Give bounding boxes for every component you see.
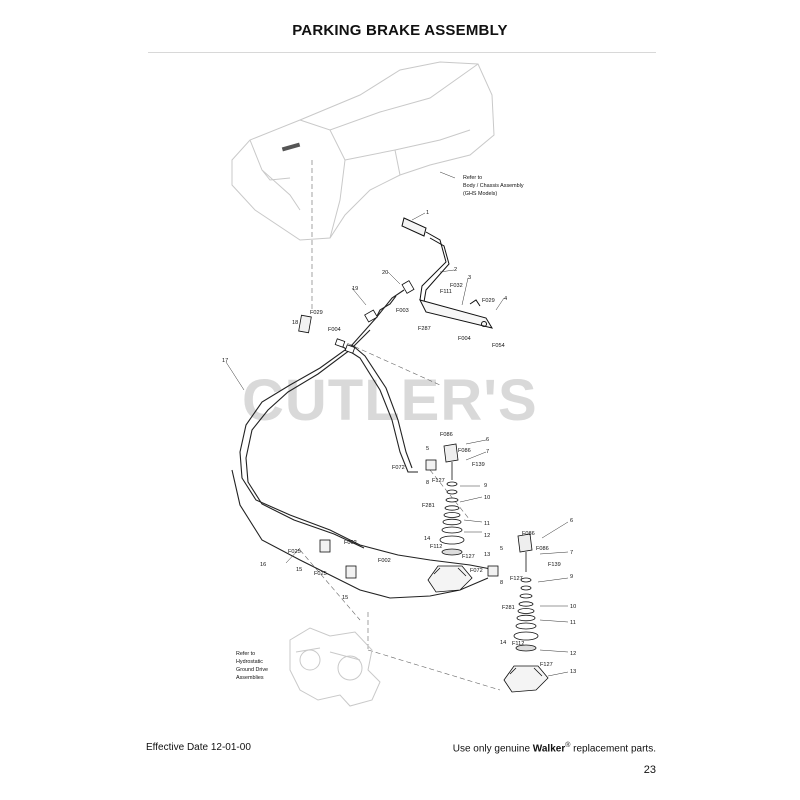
callout-f032: F032 bbox=[450, 283, 463, 289]
callout-17: 17 bbox=[222, 358, 228, 364]
ref-body-line-1: Refer to bbox=[463, 175, 482, 181]
callout-11-b: 11 bbox=[570, 620, 576, 626]
callout-f281-b: F281 bbox=[502, 605, 515, 611]
callout-15-b: 15 bbox=[342, 595, 348, 601]
callout-5-a: 5 bbox=[426, 446, 429, 452]
callout-f127-d: F127 bbox=[540, 662, 553, 668]
callout-f139-b: F139 bbox=[548, 562, 561, 568]
callout-1: 1 bbox=[426, 210, 429, 216]
callout-13-a: 13 bbox=[484, 552, 490, 558]
callout-f127-b: F127 bbox=[462, 554, 475, 560]
registered-mark: ® bbox=[565, 742, 571, 749]
part-callouts: 1 2 3 F029 4 F032 F111 F287 F004 F054 20… bbox=[222, 210, 576, 675]
ref-body-line-3: (GHS Models) bbox=[463, 191, 497, 197]
brake-cable bbox=[231, 289, 497, 599]
callout-4: 4 bbox=[504, 296, 507, 302]
callout-8-b: 8 bbox=[500, 580, 503, 586]
page-title: PARKING BRAKE ASSEMBLY bbox=[292, 22, 508, 39]
callout-f004-b: F004 bbox=[328, 327, 341, 333]
leader-lines bbox=[299, 160, 501, 691]
callout-f072-a: F072 bbox=[392, 465, 405, 471]
callout-8-a: 8 bbox=[426, 480, 429, 486]
callout-9-a: 9 bbox=[484, 483, 487, 489]
brake-handle bbox=[401, 217, 494, 329]
callout-f029-a: F029 bbox=[482, 298, 495, 304]
ref-hydro-line-4: Assemblies bbox=[236, 675, 264, 681]
cable-ends bbox=[334, 280, 415, 354]
caliper-stack-right bbox=[503, 533, 549, 693]
callout-f002-a: F002 bbox=[344, 540, 357, 546]
body-chassis-outline bbox=[231, 61, 495, 241]
callout-f139-a: F139 bbox=[472, 462, 485, 468]
badge-icon bbox=[281, 142, 301, 152]
callout-20: 20 bbox=[382, 270, 388, 276]
callout-10-b: 10 bbox=[570, 604, 576, 610]
callout-18: 18 bbox=[292, 320, 298, 326]
callout-f112-a: F112 bbox=[430, 544, 442, 550]
callout-6-a: 6 bbox=[486, 437, 489, 443]
callout-19: 19 bbox=[352, 286, 358, 292]
effective-date: Effective Date 12-01-00 bbox=[146, 742, 251, 753]
note-suffix: replacement parts. bbox=[570, 743, 656, 755]
callout-5-b: 5 bbox=[500, 546, 503, 552]
callout-2: 2 bbox=[454, 267, 457, 273]
callout-12-a: 12 bbox=[484, 533, 490, 539]
callout-f002-b: F002 bbox=[378, 558, 391, 564]
callout-f086-c: F086 bbox=[522, 531, 535, 537]
callout-f086-a: F086 bbox=[440, 432, 453, 438]
callout-f281-a: F281 bbox=[422, 503, 435, 509]
callout-f072-b: F072 bbox=[470, 568, 483, 574]
callout-f003: F003 bbox=[396, 308, 409, 314]
callout-10-a: 10 bbox=[484, 495, 490, 501]
callout-14-a: 14 bbox=[424, 536, 430, 542]
callout-7-a: 7 bbox=[486, 449, 489, 455]
ref-hydrostatic: Refer to Hydrostatic Ground Drive Assemb… bbox=[236, 651, 268, 681]
caliper-stack-left bbox=[427, 443, 473, 593]
watermark: CUTLER'S bbox=[242, 368, 538, 433]
ref-body-line-2: Body / Chassis Assembly bbox=[463, 183, 524, 189]
callout-f086-b: F086 bbox=[458, 448, 471, 454]
callout-f025-b: F025 bbox=[314, 571, 327, 577]
callout-12-b: 12 bbox=[570, 651, 576, 657]
callout-f054: F054 bbox=[492, 343, 505, 349]
ref-hydro-line-1: Refer to bbox=[236, 651, 255, 657]
callout-6-b: 6 bbox=[570, 518, 573, 524]
genuine-parts-note: Use only genuine Walker® replacement par… bbox=[453, 742, 656, 754]
title-divider bbox=[148, 52, 656, 53]
callout-f086-d: F086 bbox=[536, 546, 549, 552]
callout-9-b: 9 bbox=[570, 574, 573, 580]
callout-13-b: 13 bbox=[570, 669, 576, 675]
callout-f112-b: F112 bbox=[512, 641, 524, 647]
callout-14-b: 14 bbox=[500, 640, 506, 646]
cable-brackets bbox=[298, 314, 499, 579]
ref-hydro-line-2: Hydrostatic bbox=[236, 659, 263, 665]
callout-f127-a: F127 bbox=[432, 478, 445, 484]
page-number: 23 bbox=[643, 764, 656, 776]
callout-7-b: 7 bbox=[570, 550, 573, 556]
callout-f004-a: F004 bbox=[458, 336, 471, 342]
callout-f111: F111 bbox=[440, 289, 452, 295]
ref-body-chassis: Refer to Body / Chassis Assembly (GHS Mo… bbox=[463, 175, 524, 197]
callout-leaders bbox=[225, 171, 569, 677]
callout-f025-a: F025 bbox=[288, 549, 301, 555]
callout-15-a: 15 bbox=[296, 567, 302, 573]
callout-f127-c: F127 bbox=[510, 576, 523, 582]
callout-3: 3 bbox=[468, 275, 471, 281]
note-prefix: Use only genuine bbox=[452, 743, 533, 755]
ref-hydro-line-3: Ground Drive bbox=[236, 667, 268, 673]
brand-name: Walker bbox=[532, 743, 566, 755]
callout-11-a: 11 bbox=[484, 521, 490, 527]
callout-f029-b: F029 bbox=[310, 310, 323, 316]
callout-16: 16 bbox=[260, 562, 266, 568]
callout-f287: F287 bbox=[418, 326, 431, 332]
hydrostatic-outline bbox=[289, 627, 381, 707]
